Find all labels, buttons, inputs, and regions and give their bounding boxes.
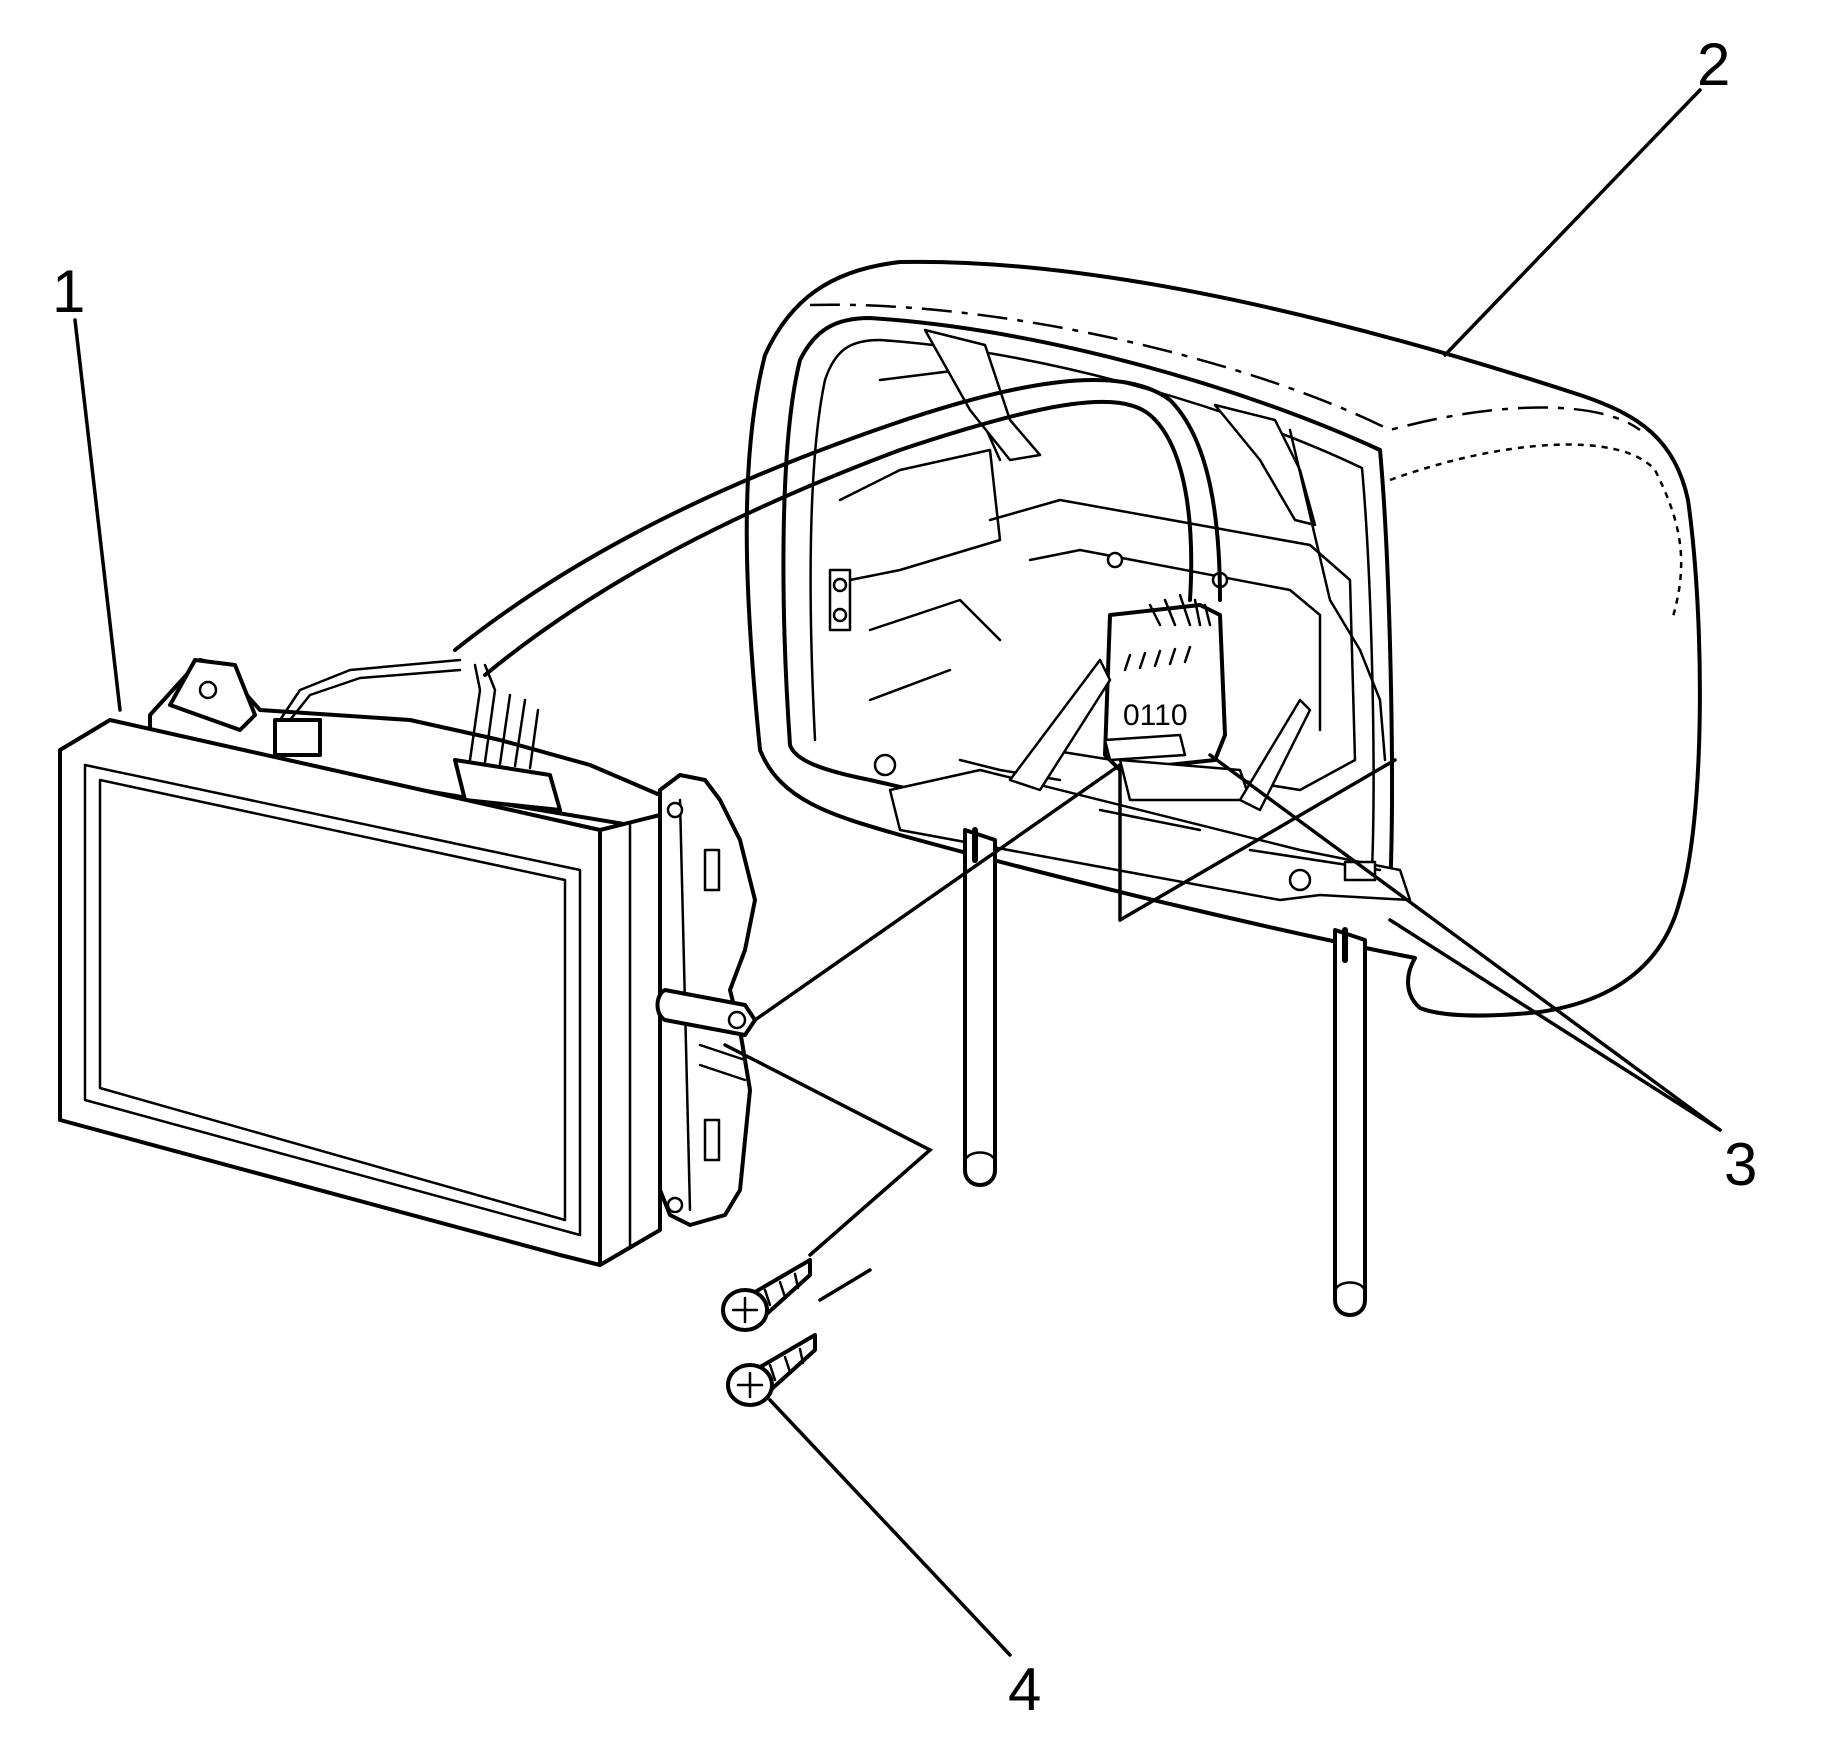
leader-3-lower xyxy=(1388,918,1722,1132)
leader-2 xyxy=(1443,88,1702,357)
leader-1 xyxy=(73,318,122,712)
screw-upper xyxy=(721,1258,812,1332)
cavity-inner-rim xyxy=(809,338,1375,872)
rear-wire-small xyxy=(288,668,462,722)
leader-4 xyxy=(768,1398,1012,1657)
connector-lock xyxy=(1103,733,1187,762)
leader-hinge-a xyxy=(753,763,1122,1022)
guide-post-left xyxy=(963,827,997,1187)
harness-connector: 0110 xyxy=(1008,593,1312,812)
top-clip-right xyxy=(1213,403,1317,527)
rear-connector-large xyxy=(453,758,562,812)
connector-wedge xyxy=(1008,658,1112,792)
callout-1: 1 xyxy=(52,258,85,325)
callout-2: 2 xyxy=(1697,31,1730,98)
cavity-back-plate-inner xyxy=(1028,548,1322,732)
bracket-hole xyxy=(666,801,684,819)
bracket-slot xyxy=(703,1118,721,1162)
connector-wedge-2 xyxy=(1238,698,1312,812)
connector-label: 0110 xyxy=(1123,699,1188,732)
leader-hinge-c xyxy=(1118,758,1397,922)
callout-3: 3 xyxy=(1724,1131,1757,1198)
monitor-screen xyxy=(83,763,582,1237)
rear-wire-small xyxy=(278,658,462,722)
pivot-boss xyxy=(1288,868,1312,892)
rear-connector-wires xyxy=(468,663,540,770)
bracket-hole xyxy=(198,680,218,700)
pivot-boss xyxy=(873,753,897,777)
cavity-right-rib-2 xyxy=(1358,648,1387,762)
cavity-rib-2 xyxy=(868,598,1002,642)
hinge-pin-hole xyxy=(727,1010,747,1030)
connector-pins xyxy=(1123,645,1192,672)
guide-post-right xyxy=(1333,927,1367,1317)
leader-lines xyxy=(73,88,1722,1657)
headrest-assembly xyxy=(744,259,1702,1317)
screw-lower xyxy=(726,1333,817,1407)
leader-screw-gap xyxy=(818,1268,872,1302)
mounting-hole xyxy=(1106,551,1124,569)
mounting-screws xyxy=(721,1258,817,1407)
hinge-hatch xyxy=(698,1043,747,1082)
bracket-hole xyxy=(666,1196,684,1214)
leader-screw-hole xyxy=(723,1043,934,1257)
mounting-hole xyxy=(832,607,848,623)
harness-cable xyxy=(453,377,1222,677)
cavity-right-rib xyxy=(1288,428,1362,652)
cavity-left-wall xyxy=(838,448,1002,582)
display-monitor xyxy=(58,658,757,1267)
rear-connector-small xyxy=(273,718,322,757)
callout-4: 4 xyxy=(1008,1656,1041,1723)
base-slot xyxy=(1343,860,1377,882)
mounting-hole xyxy=(832,577,848,593)
monitor-screen-inner xyxy=(98,778,567,1222)
cavity-rib-3 xyxy=(868,668,952,702)
bracket-slot xyxy=(703,848,721,892)
connector-wires xyxy=(1148,593,1212,627)
cavity-back-plate xyxy=(988,498,1357,792)
connector-body xyxy=(1103,603,1227,772)
